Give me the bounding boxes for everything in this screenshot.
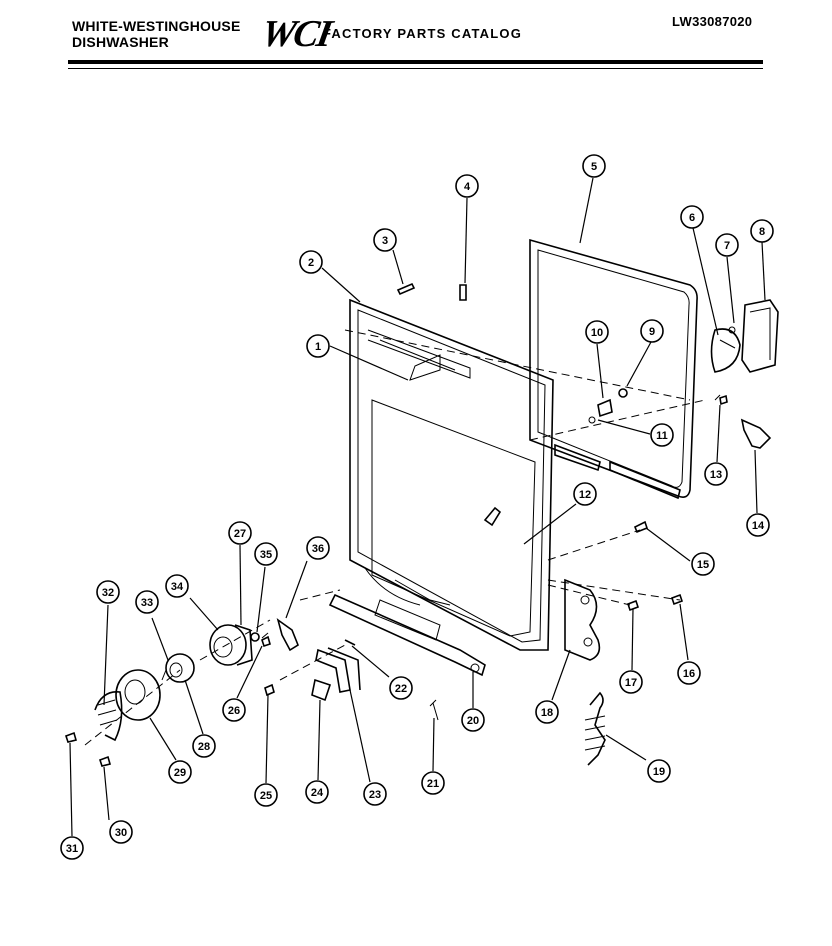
brand-line-2: DISHWASHER <box>72 34 169 50</box>
callout-15: 15 <box>691 552 715 576</box>
svg-text:18: 18 <box>541 707 553 719</box>
svg-text:30: 30 <box>115 827 127 839</box>
callout-26: 26 <box>222 698 246 722</box>
svg-text:23: 23 <box>369 789 381 801</box>
svg-text:25: 25 <box>260 790 272 802</box>
catalog-title: FACTORY PARTS CATALOG <box>323 26 523 41</box>
callout-3: 3 <box>373 228 397 252</box>
callout-19: 19 <box>647 759 671 783</box>
callout-22: 22 <box>389 676 413 700</box>
svg-text:10: 10 <box>591 327 603 339</box>
callout-34: 34 <box>165 574 189 598</box>
callout-17: 17 <box>619 670 643 694</box>
callout-7: 7 <box>715 233 739 257</box>
callout-18: 18 <box>535 700 559 724</box>
brand-line-1: WHITE-WESTINGHOUSE <box>72 18 241 34</box>
callout-20: 20 <box>461 708 485 732</box>
svg-text:9: 9 <box>649 326 655 338</box>
door-inner-panel <box>349 298 554 651</box>
svg-text:34: 34 <box>171 581 184 593</box>
header-rule-thin <box>68 68 763 69</box>
callout-11: 11 <box>650 423 674 447</box>
callout-13: 13 <box>704 462 728 486</box>
callout-2: 2 <box>299 250 323 274</box>
door-gasket <box>529 238 698 500</box>
svg-text:17: 17 <box>625 677 637 689</box>
svg-text:27: 27 <box>234 528 246 540</box>
svg-text:16: 16 <box>683 668 695 680</box>
callout-27: 27 <box>228 521 252 545</box>
callout-10: 10 <box>585 320 609 344</box>
svg-text:3: 3 <box>382 235 388 247</box>
svg-text:1: 1 <box>315 341 321 353</box>
callout-25: 25 <box>254 783 278 807</box>
callout-31: 31 <box>60 836 84 860</box>
callout-8: 8 <box>750 219 774 243</box>
svg-text:22: 22 <box>395 683 407 695</box>
header-rule-thick <box>68 60 763 64</box>
svg-text:19: 19 <box>653 766 665 778</box>
svg-text:6: 6 <box>689 212 695 224</box>
callout-12: 12 <box>573 482 597 506</box>
svg-text:15: 15 <box>697 559 709 571</box>
callout-35: 35 <box>254 542 278 566</box>
model-number: LW33087020 <box>672 14 753 29</box>
callout-33: 33 <box>135 590 159 614</box>
screws <box>64 282 728 767</box>
callout-9: 9 <box>640 319 664 343</box>
svg-text:35: 35 <box>260 549 272 561</box>
callout-23: 23 <box>363 782 387 806</box>
svg-text:36: 36 <box>312 543 324 555</box>
svg-text:8: 8 <box>759 226 765 238</box>
callout-1: 1 <box>306 334 330 358</box>
svg-text:21: 21 <box>427 778 439 790</box>
latch-parts <box>710 299 779 449</box>
svg-text:11: 11 <box>656 430 668 442</box>
callout-30: 30 <box>109 820 133 844</box>
svg-text:7: 7 <box>724 240 730 252</box>
leader-lines <box>69 177 766 837</box>
small-parts-9-10-11 <box>588 388 628 424</box>
svg-text:24: 24 <box>311 787 324 799</box>
svg-text:4: 4 <box>464 181 471 193</box>
svg-text:29: 29 <box>174 767 186 779</box>
svg-text:26: 26 <box>228 705 240 717</box>
svg-text:12: 12 <box>579 489 591 501</box>
assembly-lines <box>84 329 706 746</box>
callout-24: 24 <box>305 780 329 804</box>
callout-29: 29 <box>168 760 192 784</box>
svg-text:33: 33 <box>141 597 153 609</box>
callout-21: 21 <box>421 771 445 795</box>
lower-door-parts <box>311 578 606 766</box>
callout-14: 14 <box>746 513 770 537</box>
callout-36: 36 <box>306 536 330 560</box>
callout-4: 4 <box>455 174 479 198</box>
lower-left-parts <box>94 618 299 742</box>
callout-28: 28 <box>192 734 216 758</box>
svg-text:2: 2 <box>308 257 314 269</box>
svg-text:13: 13 <box>710 469 722 481</box>
callout-32: 32 <box>96 580 120 604</box>
svg-text:31: 31 <box>66 843 78 855</box>
callout-16: 16 <box>677 661 701 685</box>
svg-text:20: 20 <box>467 715 479 727</box>
svg-text:28: 28 <box>198 741 210 753</box>
callout-5: 5 <box>582 154 606 178</box>
svg-text:14: 14 <box>752 520 765 532</box>
svg-text:5: 5 <box>591 161 597 173</box>
svg-text:32: 32 <box>102 587 114 599</box>
callout-6: 6 <box>680 205 704 229</box>
